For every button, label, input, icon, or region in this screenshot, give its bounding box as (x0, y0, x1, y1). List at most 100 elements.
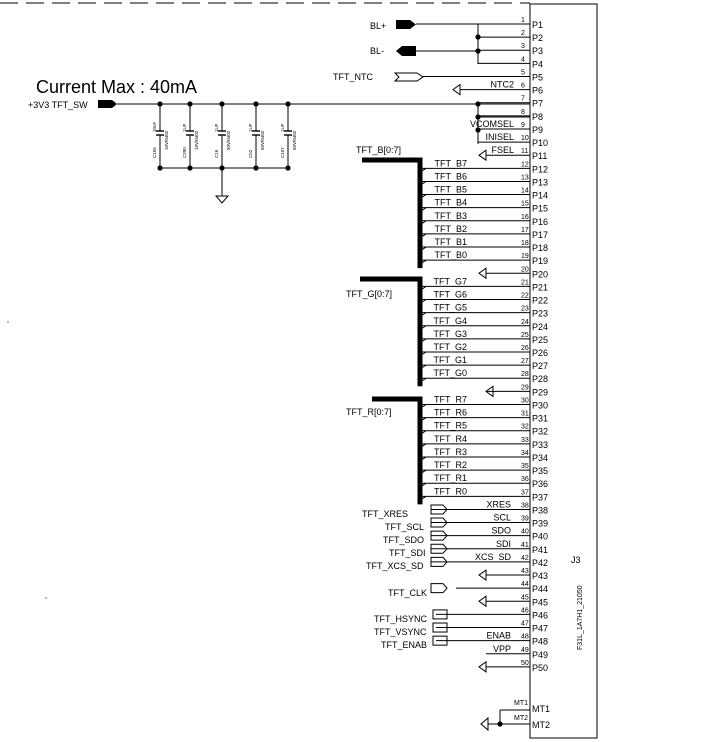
net-label: TFT_G5 (433, 303, 467, 313)
pin-name: P30 (532, 400, 548, 410)
net-label: TFT_B2 (434, 224, 467, 234)
pin-name: P5 (532, 72, 543, 82)
cap-rating: 50V/0402 (226, 130, 231, 150)
net-label: TFT_G0 (433, 368, 467, 378)
cap-value-text: 1UF (182, 123, 187, 132)
pin-number: 40 (521, 529, 529, 536)
bus-entry (419, 233, 427, 239)
pin-number: 30 (521, 397, 529, 404)
cap-value: 10uF (152, 121, 157, 132)
stray-dot (7, 321, 9, 323)
rail-junction (475, 101, 481, 107)
control-port-icon (430, 583, 448, 594)
bus-b-label: TFT_B[0:7] (356, 145, 401, 155)
pin-name: P4 (532, 59, 543, 69)
bus-entry (419, 181, 427, 186)
pin-number: 20 (521, 266, 529, 273)
port-sdi-label: TFT_SDI (389, 548, 426, 558)
pin-number: 45 (521, 594, 529, 601)
config-junction-2 (475, 127, 481, 133)
cap-value: 1UF (182, 123, 187, 132)
mt1-num: MT1 (514, 700, 528, 707)
connector-ref: J3 (571, 555, 581, 565)
bus-g-wire (360, 276, 423, 387)
cap-rating-text: 50V/0402 (226, 130, 231, 150)
tft-ntc-port-icon (393, 72, 424, 82)
cap-rating: 16V/0402 (194, 130, 199, 150)
pin-number: 9 (521, 122, 525, 129)
bus-entry (419, 312, 427, 318)
pin-number: 38 (521, 502, 529, 509)
pin-number: 33 (521, 437, 529, 444)
pin-number: 2 (521, 30, 525, 37)
pin-number: 3 (521, 43, 525, 50)
net-label: SDO (491, 526, 511, 536)
pin-number: 44 (521, 581, 529, 588)
bus-r-label: TFT_R[0:7] (346, 407, 392, 417)
cap-value-text: 10uF (152, 121, 157, 132)
pin-name: P8 (532, 112, 543, 122)
config-junction-1 (475, 114, 481, 120)
net-label: TFT_B0 (434, 250, 467, 260)
cap-ref-text: C200 (182, 147, 187, 158)
bus-b-wire (362, 157, 423, 269)
cap-ref: C52 (248, 149, 253, 158)
control-port-icon (432, 635, 448, 646)
pin-number: 41 (521, 542, 529, 549)
bus-entry (419, 417, 427, 423)
cap-value: 1UF (280, 123, 285, 132)
pin-name: P23 (532, 309, 548, 319)
power-net-label: +3V3 TFT_SW (28, 100, 88, 110)
cap-rating-text: 50V/0402 (260, 130, 265, 150)
termination-arrow-icon (485, 385, 494, 398)
cap-ref-text: C52 (248, 149, 253, 158)
cap-value-text: 1UF (248, 123, 253, 132)
pin-number: 48 (521, 634, 529, 641)
bus-entry (419, 469, 427, 475)
pin-number: 4 (521, 56, 525, 63)
net-label: FSEL (491, 145, 514, 155)
pin-number: 17 (521, 227, 529, 234)
pin-number: 46 (521, 607, 529, 614)
pin-name: P11 (532, 151, 547, 161)
control-port-icon (432, 609, 448, 620)
cap-ref: C107 (280, 147, 285, 158)
pin-name: P40 (532, 532, 548, 542)
pin-number: 37 (521, 489, 529, 496)
cap-ref: C155 (152, 147, 157, 158)
cap-ground-icon (214, 195, 230, 204)
net-label: TFT_G1 (433, 355, 467, 365)
cap-ref: C200 (182, 147, 187, 158)
net-label: TFT_B1 (434, 237, 467, 247)
net-label: TFT_G7 (433, 276, 467, 286)
pin-name: P18 (532, 243, 548, 253)
cap-ref-text: C16 (214, 149, 219, 158)
pin-number: 10 (521, 135, 529, 142)
bus-entry (419, 167, 427, 173)
cap-rating-text: 16V/0402 (164, 130, 169, 150)
pin-number: 1 (521, 17, 525, 24)
bus-entry (419, 456, 427, 462)
pin-name: P46 (532, 610, 548, 620)
control-port-icon (430, 504, 448, 515)
cap-value-text: 1UF (214, 123, 219, 132)
net-label: TFT_G2 (433, 342, 467, 352)
pin-number: 31 (521, 411, 529, 418)
net-label: TFT_B4 (434, 198, 467, 208)
pin-name: P1 (532, 20, 543, 30)
pin-name: P47 (532, 624, 548, 634)
pin-name: P19 (532, 256, 548, 266)
termination-arrow-icon (478, 660, 487, 673)
pin-name: P49 (532, 650, 548, 660)
net-label: TFT_B3 (434, 211, 467, 221)
pin-name: P9 (532, 125, 543, 135)
pin-name: P29 (532, 387, 548, 397)
cap-value: 1UF (248, 123, 253, 132)
pin-name: P16 (532, 217, 548, 227)
pin-name: P48 (532, 637, 548, 647)
cap-rating-text: 50V/0402 (292, 130, 297, 150)
cap-rating: 50V/0402 (260, 130, 265, 150)
net-label: TFT_R4 (434, 434, 467, 444)
pin-number: 21 (521, 279, 529, 286)
